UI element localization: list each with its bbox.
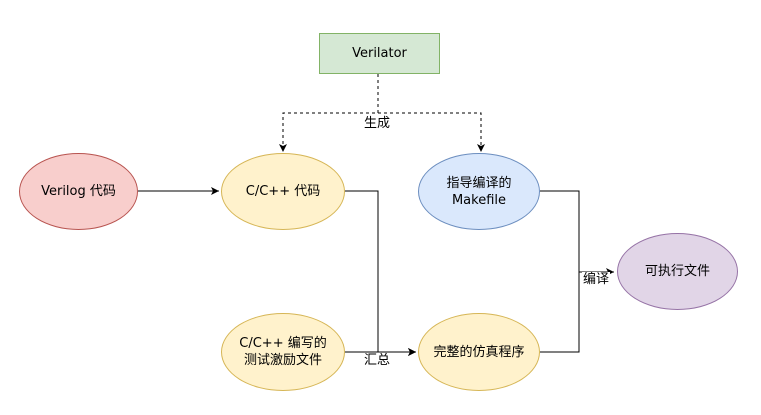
testbench-label-line2: 测试激励文件 xyxy=(243,353,322,368)
edge-verilator-generate xyxy=(279,74,379,152)
simulation-node[interactable]: 完整的仿真程序 xyxy=(418,313,540,391)
edge-simulation-to-executable xyxy=(540,272,580,353)
makefile-node[interactable]: 指导编译的 Makefile xyxy=(418,153,540,230)
makefile-label-line1: 指导编译的 xyxy=(446,175,512,191)
edge-label-aggregate: 汇总 xyxy=(363,353,392,369)
verilator-node[interactable]: Verilator xyxy=(319,33,440,74)
makefile-label-line2: Makefile xyxy=(451,192,507,208)
edge-makefile-to-executable xyxy=(540,190,614,276)
verilog-code-node[interactable]: Verilog 代码 xyxy=(19,153,138,230)
cpp-code-label: C/C++ 代码 xyxy=(245,184,321,199)
edge-cpp-to-simulation xyxy=(345,190,416,356)
testbench-label-line1: C/C++ 编写的 xyxy=(239,336,327,351)
verilog-code-label: Verilog 代码 xyxy=(41,184,116,199)
cpp-code-node[interactable]: C/C++ 代码 xyxy=(221,153,345,230)
edge-label-compile: 编译 xyxy=(582,272,611,288)
executable-node[interactable]: 可执行文件 xyxy=(617,233,738,310)
simulation-label: 完整的仿真程序 xyxy=(433,344,525,360)
verilator-label: Verilator xyxy=(352,46,407,61)
testbench-node[interactable]: C/C++ 编写的 测试激励文件 xyxy=(221,313,345,391)
executable-label: 可执行文件 xyxy=(644,264,710,279)
edge-label-generate: 生成 xyxy=(363,116,392,132)
edge-verilator-generate-makefile xyxy=(378,112,485,152)
